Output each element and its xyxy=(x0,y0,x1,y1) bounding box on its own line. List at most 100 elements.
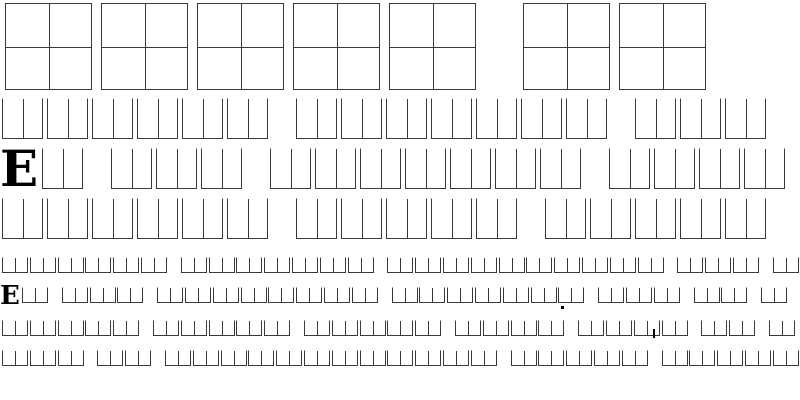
missing-glyph-box xyxy=(185,287,211,303)
missing-glyph-box xyxy=(680,98,721,139)
missing-glyph-box xyxy=(156,148,197,189)
missing-glyph-box xyxy=(386,198,427,239)
missing-glyph-box xyxy=(296,287,323,303)
missing-glyph-box xyxy=(270,148,311,189)
missing-glyph-box xyxy=(387,257,414,273)
line-8 xyxy=(0,350,800,366)
missing-glyph-box xyxy=(621,350,648,366)
missing-glyph-box xyxy=(264,257,291,273)
missing-glyph-box xyxy=(545,198,586,239)
missing-glyph-box xyxy=(2,257,28,273)
missing-glyph-box xyxy=(201,148,242,189)
missing-glyph-box xyxy=(609,257,636,273)
missing-glyph-box xyxy=(523,3,610,90)
missing-glyph-box xyxy=(391,287,418,303)
missing-glyph-box xyxy=(538,320,565,336)
sample-glyph: E xyxy=(0,139,39,198)
missing-glyph-box xyxy=(137,98,178,139)
period-mark xyxy=(561,306,564,309)
missing-glyph-box xyxy=(29,257,56,273)
missing-glyph-box xyxy=(689,350,716,366)
missing-glyph-box xyxy=(443,257,469,273)
line-3: E xyxy=(0,144,800,194)
line-1 xyxy=(0,3,800,90)
missing-glyph-box xyxy=(111,148,152,189)
missing-glyph-box xyxy=(447,287,474,303)
missing-glyph-box xyxy=(165,350,191,366)
missing-glyph-box xyxy=(526,257,553,273)
missing-glyph-box xyxy=(304,320,330,336)
missing-glyph-box xyxy=(197,3,284,90)
missing-glyph-box xyxy=(331,320,358,336)
missing-glyph-box xyxy=(725,98,766,139)
line-5 xyxy=(0,257,800,273)
missing-glyph-box xyxy=(292,257,318,273)
missing-glyph-box xyxy=(389,3,476,90)
missing-glyph-box xyxy=(495,148,536,189)
missing-glyph-box xyxy=(455,320,481,336)
missing-glyph-box xyxy=(540,148,581,189)
missing-glyph-box xyxy=(521,98,562,139)
missing-glyph-box xyxy=(699,148,740,189)
missing-glyph-box xyxy=(680,198,721,239)
missing-glyph-box xyxy=(590,198,631,239)
missing-glyph-box xyxy=(341,98,382,139)
missing-glyph-box xyxy=(386,98,427,139)
missing-glyph-box xyxy=(296,98,337,139)
missing-glyph-box xyxy=(141,257,167,273)
missing-glyph-box xyxy=(530,287,557,303)
missing-glyph-box xyxy=(415,257,442,273)
missing-glyph-box xyxy=(661,320,688,336)
missing-glyph-box xyxy=(476,98,517,139)
missing-glyph-box xyxy=(772,257,799,273)
line-4 xyxy=(0,198,800,239)
missing-glyph-box xyxy=(360,148,401,189)
missing-glyph-box xyxy=(450,148,491,189)
bar-mark xyxy=(653,329,655,338)
missing-glyph-box xyxy=(61,287,88,303)
missing-glyph-box xyxy=(180,320,207,336)
missing-glyph-box xyxy=(153,320,179,336)
missing-glyph-box xyxy=(661,350,688,366)
missing-glyph-box xyxy=(236,320,263,336)
missing-glyph-box xyxy=(2,350,28,366)
sample-glyph: E xyxy=(0,281,20,311)
missing-glyph-box xyxy=(208,257,235,273)
missing-glyph-box xyxy=(405,148,446,189)
missing-glyph-box xyxy=(296,198,337,239)
missing-glyph-box xyxy=(220,350,247,366)
missing-glyph-box xyxy=(42,148,83,189)
missing-glyph-box xyxy=(387,350,414,366)
missing-glyph-box xyxy=(85,257,112,273)
missing-glyph-box xyxy=(619,3,706,90)
missing-glyph-box xyxy=(635,198,676,239)
missing-glyph-box xyxy=(626,287,652,303)
missing-glyph-box xyxy=(85,320,112,336)
missing-glyph-box xyxy=(137,198,178,239)
missing-glyph-box xyxy=(606,320,632,336)
missing-glyph-box xyxy=(598,287,625,303)
missing-glyph-box xyxy=(431,198,472,239)
missing-glyph-box xyxy=(476,198,517,239)
missing-glyph-box xyxy=(182,98,223,139)
missing-glyph-box xyxy=(113,320,140,336)
missing-glyph-box xyxy=(117,287,144,303)
missing-glyph-box xyxy=(725,198,766,239)
missing-glyph-box xyxy=(264,320,291,336)
missing-glyph-box xyxy=(701,320,728,336)
missing-glyph-box xyxy=(341,198,382,239)
missing-glyph-box xyxy=(772,350,799,366)
missing-glyph-box xyxy=(101,3,188,90)
missing-glyph-box xyxy=(182,198,223,239)
missing-glyph-box xyxy=(558,287,585,303)
missing-glyph-box xyxy=(315,148,356,189)
missing-glyph-box xyxy=(769,320,795,336)
line-7 xyxy=(0,320,800,336)
missing-glyph-box xyxy=(717,350,744,366)
missing-glyph-box xyxy=(637,257,664,273)
missing-glyph-box xyxy=(157,287,184,303)
missing-glyph-box xyxy=(351,287,378,303)
missing-glyph-box xyxy=(293,3,380,90)
missing-glyph-box xyxy=(582,257,608,273)
missing-glyph-box xyxy=(57,257,84,273)
